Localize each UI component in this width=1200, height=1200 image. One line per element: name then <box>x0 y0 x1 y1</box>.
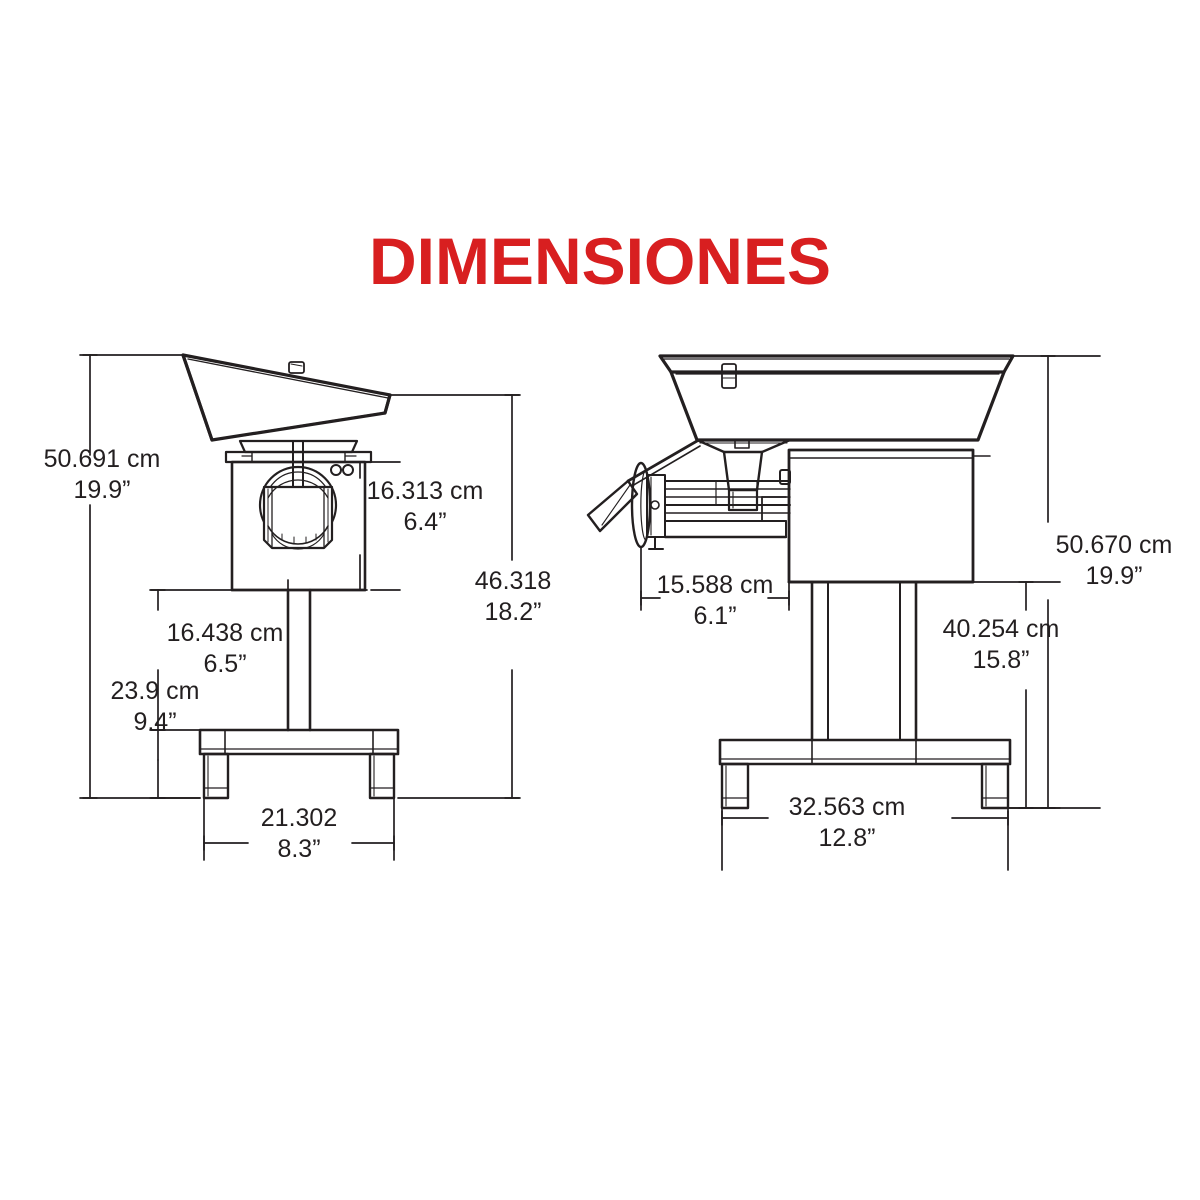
hopper-tray-side <box>658 354 1015 442</box>
stand-column-front <box>286 588 312 732</box>
dimension-label-base-width: 21.302 8.3” <box>260 804 338 863</box>
page-title: DIMENSIONES <box>368 224 832 298</box>
front-view-dimension-lines <box>79 354 521 861</box>
feed-funnel-side <box>695 438 792 512</box>
stand-column-side <box>810 580 918 742</box>
hopper-tray-front <box>181 353 392 442</box>
dimension-label-head-height: 16.313 cm 6.4” <box>366 477 484 536</box>
neck-collar-front <box>224 439 373 464</box>
dimension-label-head-depth: 15.588 cm 6.1” <box>656 571 774 630</box>
base-platform-front <box>198 728 400 800</box>
side-view-drawing <box>586 354 1015 810</box>
dimension-label-stand-height: 23.9 cm 9.4” <box>110 677 200 736</box>
grinder-barrel-side <box>663 480 791 539</box>
dimension-label-body-to-floor: 46.318 18.2” <box>474 567 552 626</box>
base-platform-side <box>718 738 1012 810</box>
dimension-label-body-width: 16.438 cm 6.5” <box>166 619 284 678</box>
grinder-assembly-front <box>258 465 338 550</box>
dimension-label-base-depth: 32.563 cm 12.8” <box>788 793 906 852</box>
crank-handle-side <box>586 439 701 533</box>
dimension-label-overall-height: 50.691 cm 19.9” <box>43 445 161 504</box>
side-view-dimension-lines <box>640 355 1101 871</box>
dimension-label-overall-height-side: 50.670 cm 19.9” <box>1055 531 1173 590</box>
dimension-label-body-to-floor-side: 40.254 cm 15.8” <box>942 615 1060 674</box>
motor-housing-side <box>779 448 991 584</box>
bolt-holes-front <box>330 464 354 476</box>
body-housing-front <box>230 460 367 592</box>
front-view-drawing <box>181 353 400 800</box>
